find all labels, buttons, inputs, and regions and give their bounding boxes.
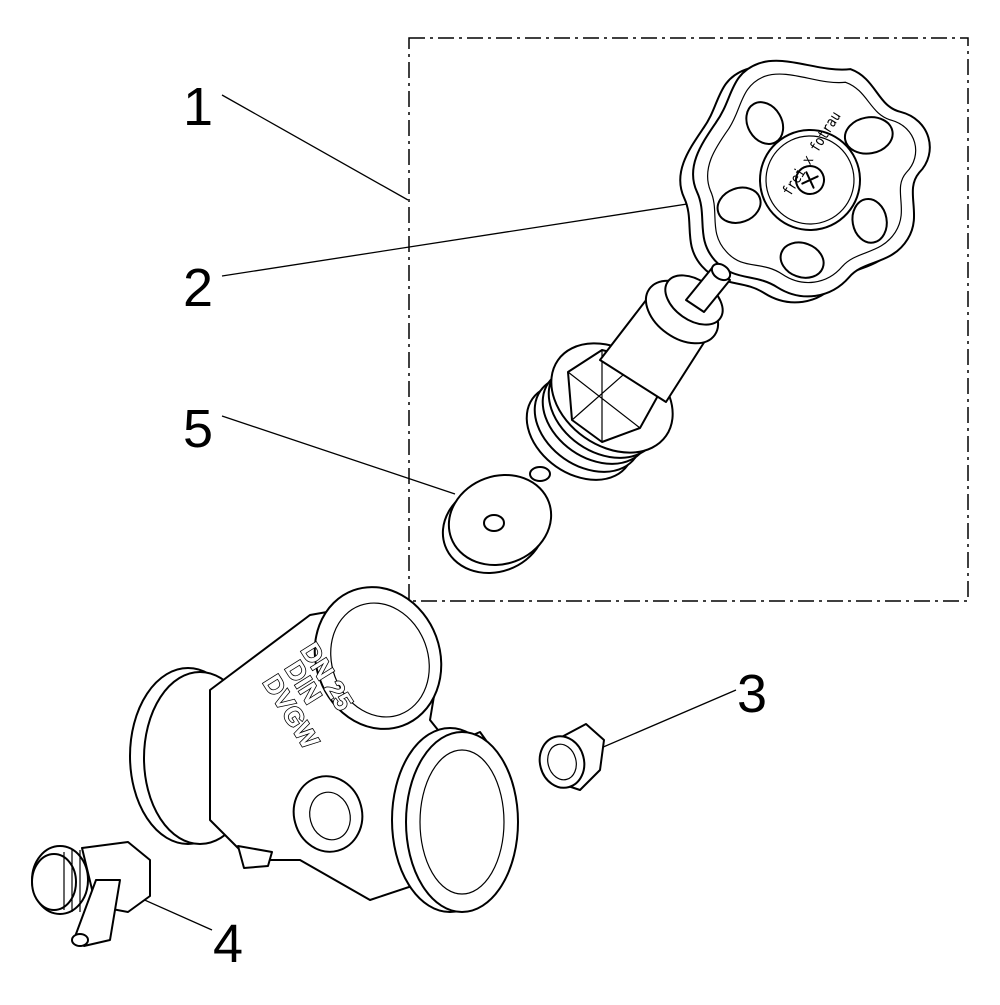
leader-line-1	[221, 94, 409, 201]
callout-4: 4	[213, 914, 243, 974]
leader-line-5	[221, 415, 456, 495]
assembly-boundary	[408, 37, 969, 602]
callout-1: 1	[183, 77, 213, 137]
handwheel	[679, 59, 931, 304]
callout-3: 3	[737, 664, 767, 724]
valve-body	[129, 586, 519, 913]
washer	[441, 473, 553, 575]
drain-valve	[31, 841, 151, 947]
valve-head	[525, 262, 732, 482]
leader-line-2	[221, 197, 727, 277]
callout-5: 5	[183, 399, 213, 459]
callout-2: 2	[183, 258, 213, 318]
screw-plug	[538, 723, 605, 791]
leader-line-3	[579, 689, 737, 758]
